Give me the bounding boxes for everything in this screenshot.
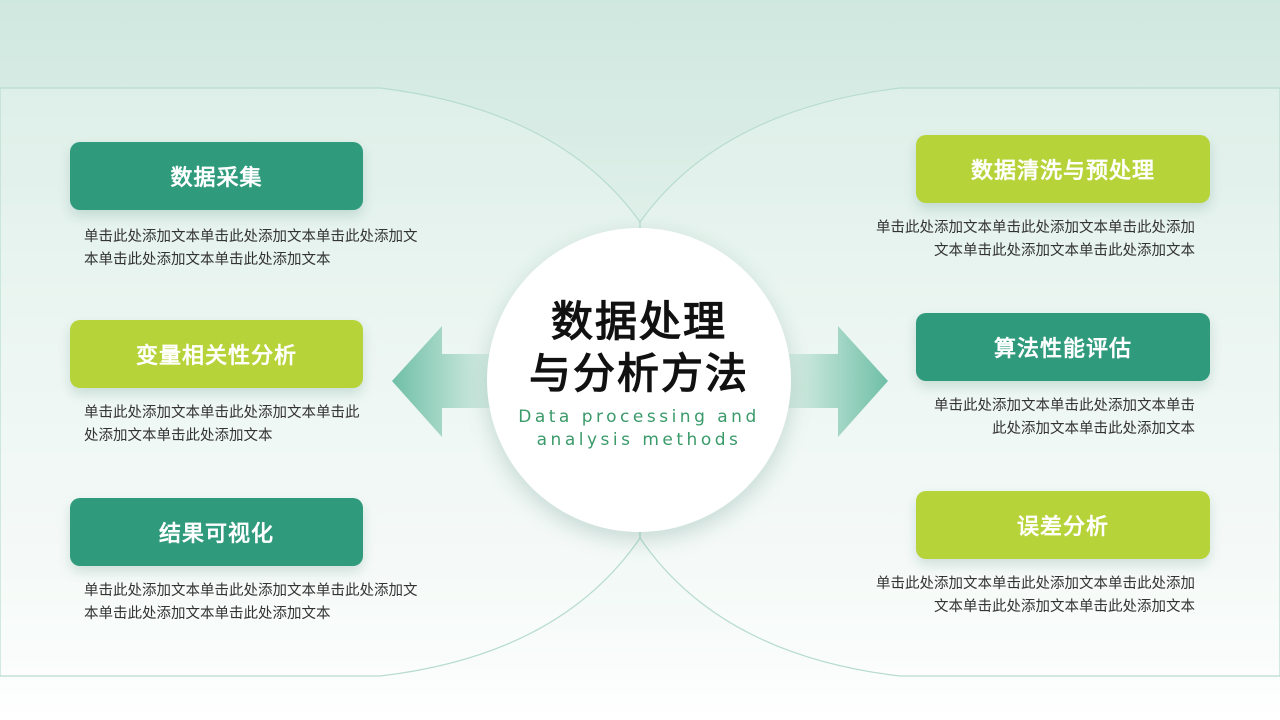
right-item-3-desc: 单击此处添加文本单击此处添加文本单击此处添加 文本单击此处添加文本单击此处添加文…: [876, 573, 1195, 619]
center-subtitle-line2: analysis methods: [536, 430, 742, 450]
left-item-2-desc: 单击此处添加文本单击此处添加文本单击此 处添加文本单击此处添加文本: [84, 402, 360, 448]
center-title-line1: 数据处理: [550, 297, 727, 346]
left-item-1-title: 数据采集: [70, 142, 363, 210]
center-circle: [487, 228, 791, 532]
right-item-1-desc-line1: 单击此处添加文本单击此处添加文本单击此处添加: [876, 220, 1195, 236]
right-item-3-desc-line1: 单击此处添加文本单击此处添加文本单击此处添加: [876, 576, 1195, 592]
right-item-2-title: 算法性能评估: [916, 313, 1210, 381]
right-item-3-title: 误差分析: [916, 491, 1210, 559]
right-item-1-title: 数据清洗与预处理: [916, 135, 1210, 203]
left-item-3-desc: 单击此处添加文本单击此处添加文本单击此处添加文 本单击此处添加文本单击此处添加文…: [84, 580, 418, 626]
left-item-2-title: 变量相关性分析: [70, 320, 363, 388]
right-item-2-desc-line1: 单击此处添加文本单击此处添加文本单击: [934, 398, 1195, 414]
right-arrow-shape: [780, 326, 888, 437]
right-item-2-desc: 单击此处添加文本单击此处添加文本单击 此处添加文本单击此处添加文本: [934, 395, 1195, 441]
left-item-2-desc-line1: 单击此处添加文本单击此处添加文本单击此: [84, 405, 360, 421]
right-item-3-desc-line2: 文本单击此处添加文本单击此处添加文本: [934, 599, 1195, 615]
left-arrow-shape: [392, 326, 500, 437]
left-item-2-desc-line2: 处添加文本单击此处添加文本: [84, 428, 273, 444]
left-item-3-desc-line2: 本单击此处添加文本单击此处添加文本: [84, 606, 331, 622]
center-title-line2: 与分析方法: [528, 349, 749, 398]
center-subtitle: Data processing and analysis methods: [487, 406, 791, 452]
right-item-1-desc-line2: 文本单击此处添加文本单击此处添加文本: [934, 243, 1195, 259]
center-subtitle-line1: Data processing and: [518, 407, 760, 427]
center-title: 数据处理 与分析方法: [487, 296, 791, 400]
right-item-2-desc-line2: 此处添加文本单击此处添加文本: [992, 421, 1195, 437]
left-item-1-desc-line1: 单击此处添加文本单击此处添加文本单击此处添加文: [84, 229, 418, 245]
left-item-1-desc-line2: 本单击此处添加文本单击此处添加文本: [84, 252, 331, 268]
left-item-1-desc: 单击此处添加文本单击此处添加文本单击此处添加文 本单击此处添加文本单击此处添加文…: [84, 226, 418, 272]
right-item-1-desc: 单击此处添加文本单击此处添加文本单击此处添加 文本单击此处添加文本单击此处添加文…: [876, 217, 1195, 263]
left-item-3-title: 结果可视化: [70, 498, 363, 566]
left-item-3-desc-line1: 单击此处添加文本单击此处添加文本单击此处添加文: [84, 583, 418, 599]
